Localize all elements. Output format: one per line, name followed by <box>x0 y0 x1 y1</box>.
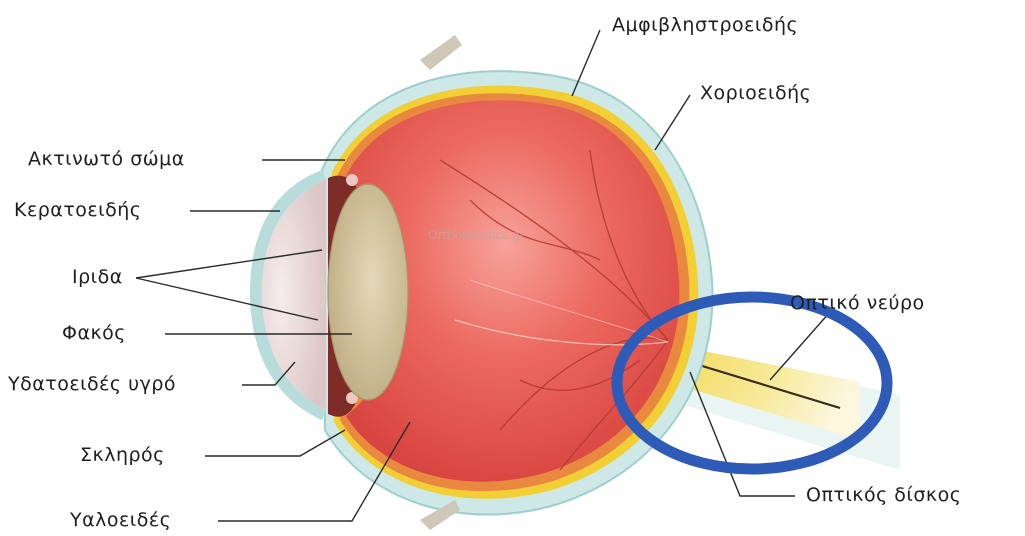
label-aqueous-humor: Υδατοειδές υγρό <box>8 373 176 395</box>
label-vitreous: Υαλοειδές <box>70 509 171 531</box>
label-retina: Αμφιβληστροειδής <box>612 14 798 36</box>
label-choroid: Χοριοειδής <box>700 82 811 104</box>
label-iris: Ιριδα <box>72 266 123 288</box>
lens-shape <box>328 184 408 400</box>
label-optic-disc: Οπτικός δίσκος <box>806 484 961 506</box>
label-sclera: Σκληρός <box>80 444 165 466</box>
label-optic-nerve: Οπτικό νεύρο <box>790 292 925 314</box>
label-cornea: Κερατοειδής <box>14 199 141 221</box>
watermark: Orthopaedics.gr <box>428 228 525 242</box>
label-lens: Φακός <box>62 322 126 344</box>
label-ciliary-body: Ακτινωτό σώμα <box>28 148 185 170</box>
